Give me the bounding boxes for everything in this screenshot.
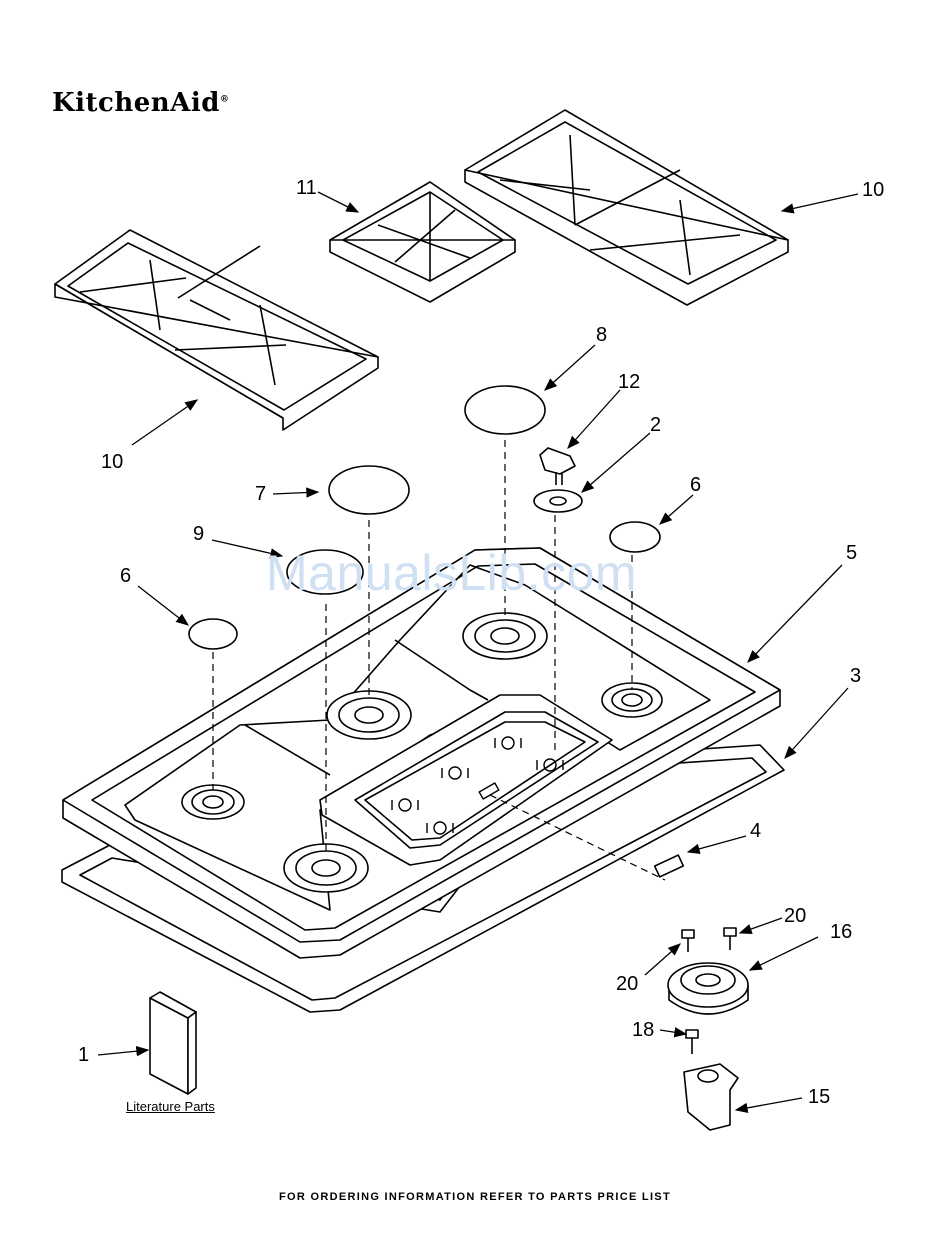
callout-6-right: 6 xyxy=(690,475,701,495)
burner-cap-6-left xyxy=(189,619,237,649)
orifice-holder xyxy=(684,1064,738,1130)
literature-parts-label: Literature Parts xyxy=(126,1099,215,1114)
callout-12: 12 xyxy=(618,372,640,392)
callout-10-right: 10 xyxy=(862,180,884,200)
screw-20b xyxy=(724,928,736,950)
knob-bezel xyxy=(534,490,582,512)
callout-1: 1 xyxy=(78,1045,89,1065)
callout-20-left: 20 xyxy=(616,974,638,994)
control-knob xyxy=(540,448,575,485)
grate-left xyxy=(55,230,378,430)
callout-9: 9 xyxy=(193,524,204,544)
callout-15: 15 xyxy=(808,1087,830,1107)
callout-2: 2 xyxy=(650,415,661,435)
callout-4: 4 xyxy=(750,821,761,841)
callout-6-left: 6 xyxy=(120,566,131,586)
burner-base-left xyxy=(182,785,244,819)
burner-base-center xyxy=(327,691,411,739)
burner-cap-7 xyxy=(329,466,409,514)
callout-5: 5 xyxy=(846,543,857,563)
callout-7: 7 xyxy=(255,484,266,504)
grate-middle xyxy=(330,182,515,302)
callout-11: 11 xyxy=(296,178,317,198)
grate-right xyxy=(465,110,788,305)
callout-18: 18 xyxy=(632,1020,654,1040)
callout-16: 16 xyxy=(830,922,852,942)
screw-20a xyxy=(682,930,694,952)
callout-8: 8 xyxy=(596,325,607,345)
screw-18 xyxy=(686,1030,698,1054)
burner-assembly xyxy=(668,963,748,1014)
watermark: ManualsLib.com xyxy=(266,544,637,602)
literature-pack xyxy=(150,992,196,1094)
footer-note: FOR ORDERING INFORMATION REFER TO PARTS … xyxy=(0,1191,950,1203)
callout-10-left: 10 xyxy=(101,452,123,472)
spark-switch xyxy=(655,855,684,877)
burner-base-front xyxy=(284,844,368,892)
burner-base-rear-right xyxy=(463,613,547,659)
burner-cap-8 xyxy=(465,386,545,434)
callout-3: 3 xyxy=(850,666,861,686)
callout-20-right: 20 xyxy=(784,906,806,926)
